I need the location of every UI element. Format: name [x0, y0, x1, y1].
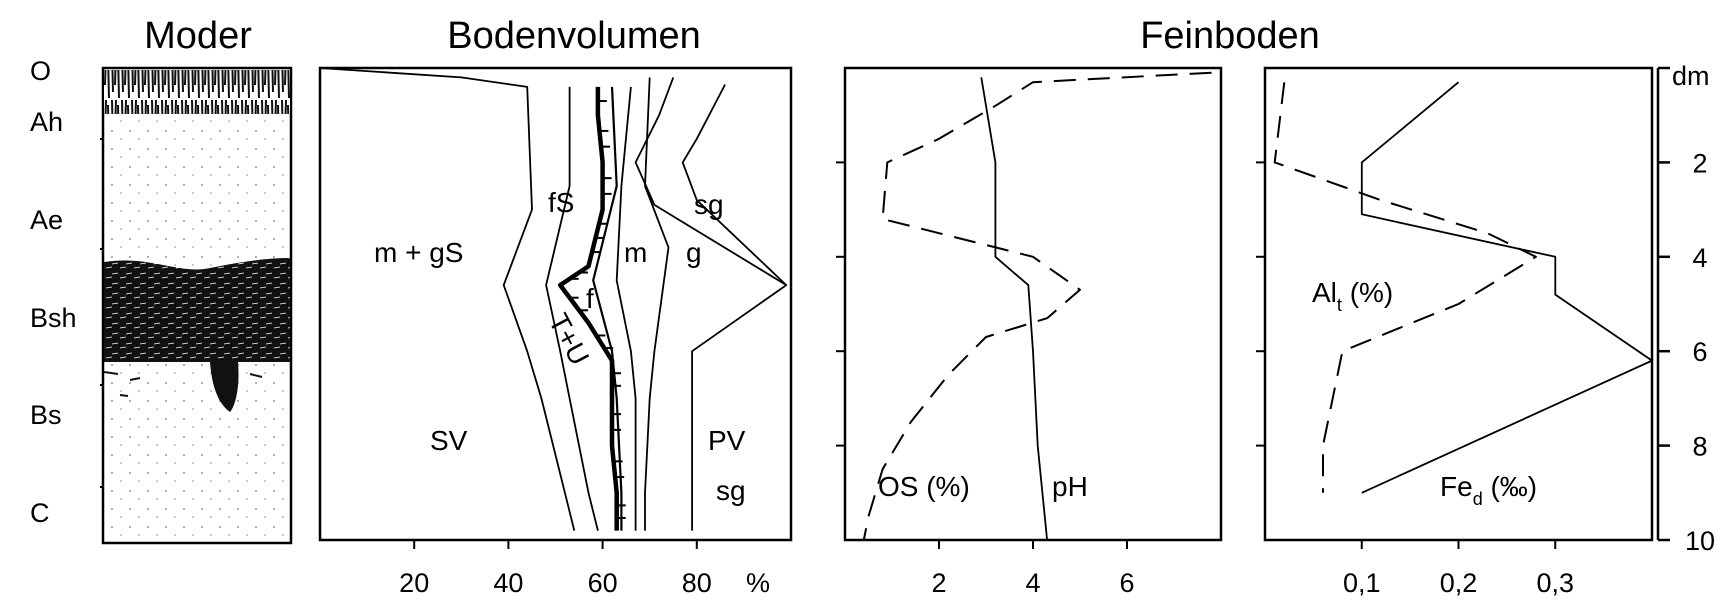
- series-line-f: [592, 86, 623, 531]
- x-tick-label: 60: [588, 568, 618, 598]
- horizon-label-c: C: [30, 498, 50, 528]
- percent-unit-label: %: [746, 568, 770, 598]
- region-label-f: f: [586, 283, 594, 314]
- series-line-fs: [545, 86, 599, 531]
- series-label-fe: Fed (‰): [1440, 471, 1537, 509]
- title-feinboden: Feinboden: [1140, 15, 1320, 57]
- title-bodenvolumen: Bodenvolumen: [447, 15, 701, 57]
- plot-frame: [843, 66, 1223, 542]
- series-line-al-t-: [1273, 82, 1537, 493]
- depth-unit-label: dm: [1672, 61, 1710, 91]
- series-line-pv: [681, 84, 787, 286]
- series-line-sg: [634, 77, 788, 531]
- series-line-t-u: [557, 86, 619, 531]
- region-label-pv: PV: [708, 425, 746, 456]
- horizon-label-ae: Ae: [30, 205, 63, 235]
- series-line-m-gs: [319, 67, 576, 531]
- x-tick-label: 0,3: [1536, 568, 1574, 598]
- depth-tick-label: 4: [1692, 243, 1707, 273]
- region-label-fs: fS: [548, 187, 574, 218]
- horizon-label-o: O: [30, 56, 51, 86]
- depth-tick-label: 8: [1692, 432, 1707, 462]
- series-label-al: Alt (%): [1312, 277, 1393, 315]
- feinboden-os-ph-chart: 2 4 6: [836, 66, 1223, 598]
- region-label-m: m: [624, 237, 647, 268]
- horizon-label-ah: Ah: [30, 107, 63, 137]
- series-line-m: [615, 86, 637, 531]
- series-line-fe-d-: [1360, 81, 1653, 494]
- depth-tick-label: 2: [1692, 148, 1707, 178]
- x-tick-label: 40: [493, 568, 523, 598]
- region-label-sg-bottom: sg: [716, 475, 746, 506]
- x-tick-label: 0,2: [1440, 568, 1478, 598]
- moder-profile-drawing: [101, 66, 293, 545]
- horizon-label-bs: Bs: [30, 400, 62, 430]
- x-tick-label: 2: [931, 568, 946, 598]
- region-label-sv: SV: [430, 425, 468, 456]
- region-label-sg-top: sg: [694, 189, 724, 220]
- series-line-os-: [862, 71, 1212, 541]
- series-line-g: [644, 77, 670, 531]
- x-tick-label: 4: [1025, 568, 1040, 598]
- depth-axis: 2 4 6 8 10: [1656, 66, 1715, 556]
- region-label-m-gs: m + gS: [374, 237, 463, 268]
- x-tick-label: 6: [1119, 568, 1134, 598]
- x-tick-label: 0,1: [1343, 568, 1381, 598]
- depth-tick-label: 6: [1692, 337, 1707, 367]
- series-label-os: OS (%): [878, 471, 970, 502]
- plot-frame: [318, 66, 793, 542]
- x-tick-label: 20: [399, 568, 429, 598]
- depth-tick-label: 10: [1685, 526, 1715, 556]
- region-label-t-u: T+U: [543, 308, 596, 370]
- series-label-ph: pH: [1052, 471, 1088, 502]
- title-moder: Moder: [144, 15, 252, 57]
- bodenvolumen-chart: 20 40 60 80: [318, 66, 793, 598]
- horizon-label-bsh: Bsh: [30, 303, 77, 333]
- region-label-g: g: [686, 237, 702, 268]
- feinboden-al-fe-chart: 0,1 0,2 0,3: [1256, 66, 1654, 598]
- x-tick-label: 80: [682, 568, 712, 598]
- series-line-ph: [980, 77, 1048, 541]
- horizon-tick-marks: [100, 138, 103, 488]
